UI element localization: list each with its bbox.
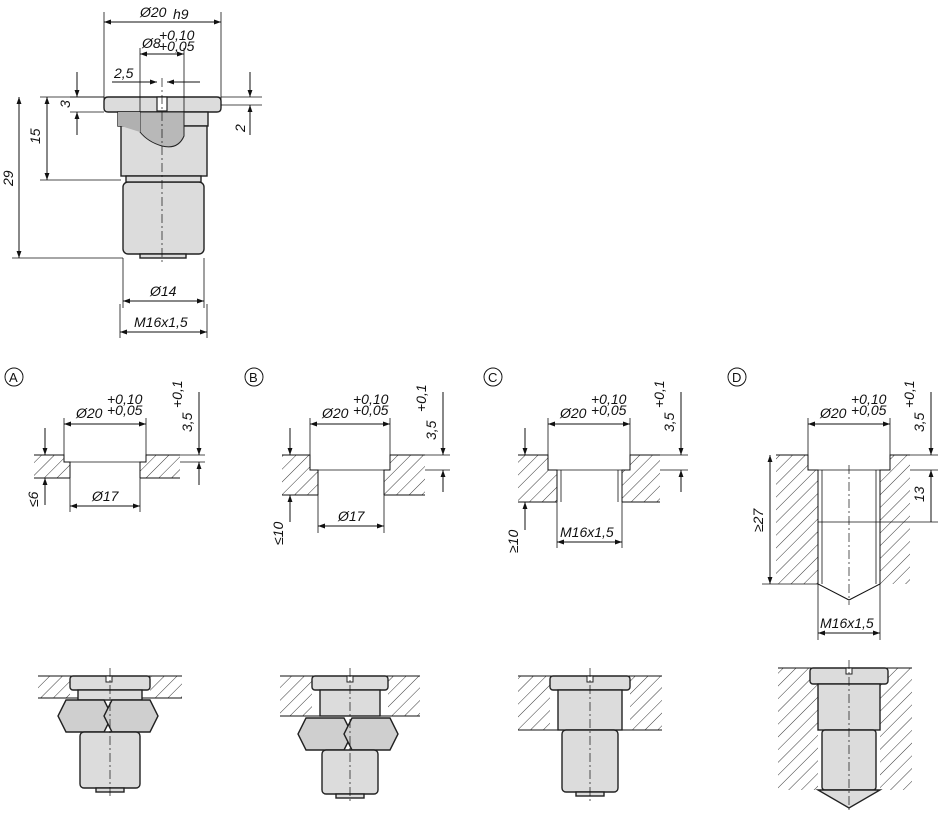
variant-a-label: A: [9, 370, 18, 385]
variant-a-plate: ≤6: [25, 491, 41, 507]
variant-b-tol-upper: +0,10: [353, 391, 389, 407]
variant-b-depth-tol: +0,1: [413, 384, 429, 412]
assembly-a: [38, 668, 182, 798]
variant-c-label: C: [488, 370, 497, 385]
variant-d-tol-upper: +0,10: [851, 391, 887, 407]
variant-d-label: D: [732, 370, 741, 385]
variant-c-plate: ≥10: [505, 530, 521, 553]
dim-len-15: 15: [27, 128, 43, 144]
variant-a-depth: 3,5: [179, 412, 195, 432]
variant-d: D Ø20 +0,10 +0,05 3,5 +0,1 13 ≥27: [727, 367, 938, 640]
variant-b: B Ø20 +0,10 +0,05 3,5 +0,1 ≤10 Ø17: [244, 367, 450, 545]
dim-len-29: 29: [0, 170, 16, 187]
assembly-c: [518, 668, 662, 802]
assembly-b: [280, 668, 420, 802]
variant-a-depth-tol: +0,1: [169, 380, 185, 408]
main-dimensions: Ø20 h9 Ø8 +0,10 +0,05 2,5 3 2 15 29: [0, 4, 262, 338]
variant-b-tol-lower: +0,05: [353, 402, 389, 418]
variant-d-thread-len: 13: [911, 486, 927, 502]
dim-head-diameter: Ø20: [139, 4, 167, 20]
variant-b-label: B: [249, 370, 258, 385]
variant-c-bore: M16x1,5: [560, 524, 614, 540]
variant-c-recess-diameter: Ø20: [559, 405, 587, 421]
variant-d-bore: M16x1,5: [820, 615, 874, 631]
variant-d-tol-lower: +0,05: [851, 402, 887, 418]
dim-slot-width: 2,5: [113, 65, 134, 81]
variant-d-depth-tol: +0,1: [901, 380, 917, 408]
variant-b-recess-diameter: Ø20: [321, 405, 349, 421]
variant-a-recess-diameter: Ø20: [75, 405, 103, 421]
variant-c-depth-tol: +0,1: [651, 380, 667, 408]
dim-bore-tol-lower: +0,05: [159, 38, 195, 54]
variant-c-tol-lower: +0,05: [591, 402, 627, 418]
dim-collar: 2: [232, 124, 248, 133]
variant-a-tol-upper: +0,10: [107, 391, 143, 407]
variant-c: C Ø20 +0,10 +0,05 3,5 +0,1 ≥10 M16: [483, 367, 688, 553]
variant-b-depth: 3,5: [423, 420, 439, 440]
variant-a-tol-lower: +0,05: [107, 402, 143, 418]
assembly-d: [778, 660, 912, 812]
dim-bore-tol-upper: +0,10: [159, 27, 195, 43]
dim-bore-diameter: Ø8: [141, 35, 161, 51]
dim-head-tolerance: h9: [173, 6, 189, 22]
variant-d-recess-diameter: Ø20: [819, 405, 847, 421]
dim-pin-diameter: Ø14: [149, 283, 177, 299]
variant-b-bore: Ø17: [337, 508, 366, 524]
dim-thread: M16x1,5: [134, 314, 188, 330]
dim-head-height: 3: [57, 100, 73, 108]
variant-b-plate: ≤10: [270, 522, 286, 545]
variant-c-depth: 3,5: [661, 412, 677, 432]
main-part-view: [103, 78, 222, 262]
variant-a-bore: Ø17: [91, 488, 120, 504]
variant-d-plate: ≥27: [750, 508, 766, 532]
variant-d-depth: 3,5: [911, 412, 927, 432]
variant-a: A Ø20 +0,10 +0,05 3,5 +0,1 ≤6 Ø17: [4, 367, 205, 512]
variant-c-tol-upper: +0,10: [591, 391, 627, 407]
